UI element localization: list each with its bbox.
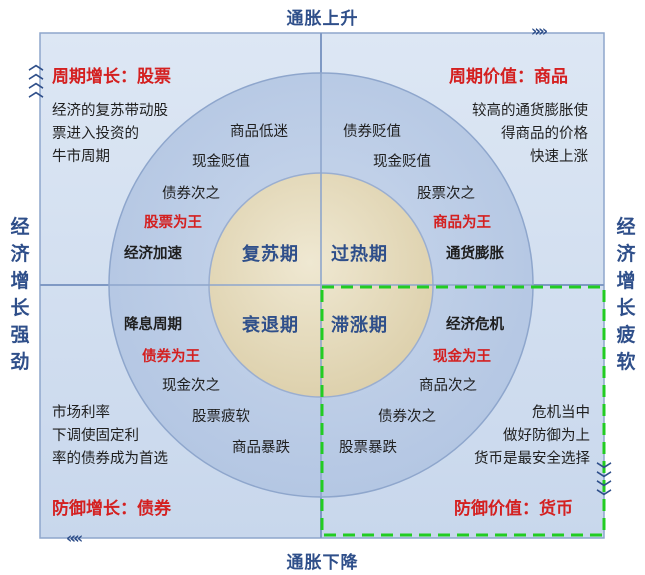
chevron-down-icon: ﹀﹀﹀﹀ <box>596 461 612 506</box>
ring-item: 商品次之 <box>419 378 477 394</box>
ring-item-phase-driver: 通货膨胀 <box>446 246 504 262</box>
phase-overheat: 过热期 <box>331 244 388 265</box>
ring-item: 债券次之 <box>378 409 436 425</box>
ring-item: 商品低迷 <box>230 124 288 140</box>
quadrant-text-top-right: 较高的通货膨胀使 得商品的价格 快速上涨 <box>472 103 588 165</box>
ring-item-highlight: 债券为王 <box>142 349 200 365</box>
ring-item: 现金贬值 <box>192 154 250 170</box>
ring-item-phase-driver: 经济危机 <box>446 317 504 333</box>
axis-bottom-label: 通胀下降 <box>286 553 359 573</box>
ring-item-phase-driver: 降息周期 <box>124 317 182 333</box>
quadrant-text-bottom-left: 市场利率 下调使固定利 率的债券成为首选 <box>52 405 168 467</box>
ring-item-highlight: 股票为王 <box>144 215 202 231</box>
quadrant-title-bottom-right: 防御价值：货币 <box>454 499 573 519</box>
chevron-up-icon: ︿︿︿︿ <box>28 55 44 100</box>
ring-item-phase-driver: 经济加速 <box>124 246 182 262</box>
quadrant-text-bottom-right: 危机当中 做好防御为上 货币是最安全选择 <box>474 405 590 467</box>
quadrant-title-bottom-left: 防御增长：债券 <box>52 499 171 519</box>
ring-item: 现金贬值 <box>373 154 431 170</box>
axis-top-label: 通胀上升 <box>286 9 359 29</box>
axis-right-label: 经济增 长疲软 <box>616 216 636 373</box>
ring-item: 商品暴跌 <box>232 440 290 456</box>
ring-item: 股票暴跌 <box>339 440 397 456</box>
chevron-left-icon: ««« <box>66 529 83 547</box>
quadrant-text-top-left: 经济的复苏带动股 票进入投资的 牛市周期 <box>52 103 168 165</box>
ring-item: 债券次之 <box>162 186 220 202</box>
phase-stagflation: 滞涨期 <box>331 315 388 336</box>
ring-item: 现金次之 <box>162 378 220 394</box>
ring-item-highlight: 现金为王 <box>433 349 491 365</box>
phase-recession: 衰退期 <box>242 315 299 336</box>
axis-left-label: 经济增 长强劲 <box>10 216 30 373</box>
ring-item-highlight: 商品为王 <box>433 215 491 231</box>
ring-item: 债券贬值 <box>343 124 401 140</box>
quadrant-title-top-left: 周期增长：股票 <box>52 67 171 87</box>
highlight-dashed-box <box>320 285 606 537</box>
chevron-right-icon: »»» <box>531 22 548 40</box>
quadrant-title-top-right: 周期价值：商品 <box>449 67 568 87</box>
phase-recovery: 复苏期 <box>242 244 299 265</box>
ring-item: 股票疲软 <box>192 409 250 425</box>
ring-item: 股票次之 <box>417 186 475 202</box>
